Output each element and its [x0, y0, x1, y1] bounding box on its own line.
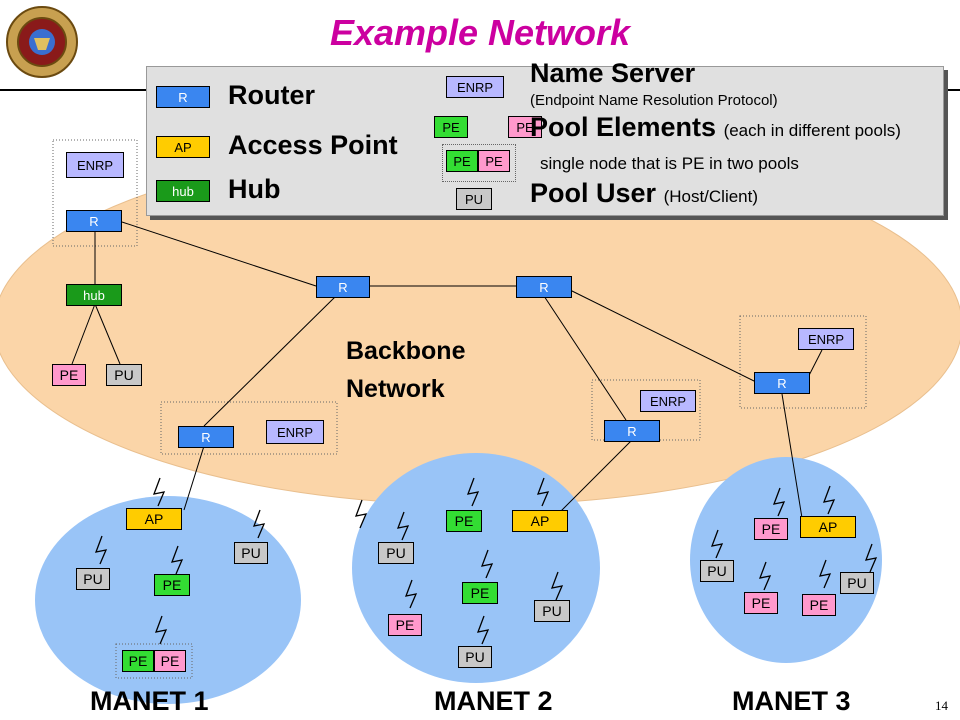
m3-pu-right: PU	[840, 572, 874, 594]
legend-ap-label: Access Point	[228, 130, 398, 160]
m2-access-point: AP	[512, 510, 568, 532]
organization-seal-logo	[6, 6, 78, 78]
legend-pe-green-tag: PE	[434, 116, 468, 138]
legend-enrp-tag: ENRP	[446, 76, 504, 98]
legend-dual-pe-b: PE	[478, 150, 510, 172]
manet3-gateway-router: R	[754, 372, 810, 394]
legend-pool-user-label: Pool User (Host/Client)	[530, 178, 759, 208]
legend-pool-elements-label: Pool Elements (each in different pools)	[530, 112, 901, 142]
manet-3-label: MANET 3	[732, 686, 851, 716]
backbone-router-left: R	[316, 276, 370, 298]
manet-2-label: MANET 2	[434, 686, 553, 716]
legend-pu-tag: PU	[456, 188, 492, 210]
manet3-gateway-frame	[739, 315, 867, 409]
legend-name-server-sub: (Endpoint Name Resolution Protocol)	[530, 92, 778, 109]
m2-pe-top: PE	[446, 510, 482, 532]
left-router-node: R	[66, 210, 122, 232]
left-enrp-node: ENRP	[66, 152, 124, 178]
manet1-gateway-frame	[160, 401, 338, 455]
legend-single-node-sub: single node that is PE in two pools	[540, 154, 799, 173]
manet1-dual-pe-frame	[115, 643, 193, 679]
legend-hub-label: Hub	[228, 174, 281, 204]
m1-access-point: AP	[126, 508, 182, 530]
m3-pe-top: PE	[754, 518, 788, 540]
legend-pool-user-sub: (Host/Client)	[663, 187, 759, 206]
left-pu-node: PU	[106, 364, 142, 386]
left-hub-node: hub	[66, 284, 122, 306]
backbone-router-right: R	[516, 276, 572, 298]
m2-pe-middle: PE	[462, 582, 498, 604]
m1-pe: PE	[154, 574, 190, 596]
manet1-gateway-enrp: ENRP	[266, 420, 324, 444]
m1-pu-right: PU	[234, 542, 268, 564]
manet1-gateway-router: R	[178, 426, 234, 448]
m1-dual-pe-a: PE	[122, 650, 154, 672]
m3-access-point: AP	[800, 516, 856, 538]
manet2-gateway-router: R	[604, 420, 660, 442]
m1-dual-pe-b: PE	[154, 650, 186, 672]
legend-hub-tag: hub	[156, 180, 210, 202]
page-number: 14	[935, 698, 948, 713]
manet-1-label: MANET 1	[90, 686, 209, 716]
legend-router-tag: R	[156, 86, 210, 108]
m2-pu-left: PU	[378, 542, 414, 564]
m2-pu-right: PU	[534, 600, 570, 622]
wireless-links	[94, 477, 878, 645]
legend-pe-pink-tag: PE	[508, 116, 542, 138]
network-links	[71, 221, 823, 519]
legend-name-server-label: Name Server	[530, 58, 696, 88]
legend-ap-tag: AP	[156, 136, 210, 158]
m2-pe-low: PE	[388, 614, 422, 636]
manet3-gateway-enrp: ENRP	[798, 328, 854, 350]
m3-pe-middle: PE	[744, 592, 778, 614]
legend-dual-pe-a: PE	[446, 150, 478, 172]
legend-panel	[146, 66, 944, 216]
left-pe-node: PE	[52, 364, 86, 386]
m2-pu-bottom: PU	[458, 646, 492, 668]
m3-pu-left: PU	[700, 560, 734, 582]
legend-dual-pe-frame	[442, 144, 516, 182]
legend-pool-elements-sub: (each in different pools)	[723, 121, 901, 140]
manet2-gateway-enrp: ENRP	[640, 390, 696, 412]
m3-pe-right: PE	[802, 594, 836, 616]
m1-pu-left: PU	[76, 568, 110, 590]
legend-router-label: Router	[228, 80, 315, 110]
page-title: Example Network	[329, 12, 631, 53]
